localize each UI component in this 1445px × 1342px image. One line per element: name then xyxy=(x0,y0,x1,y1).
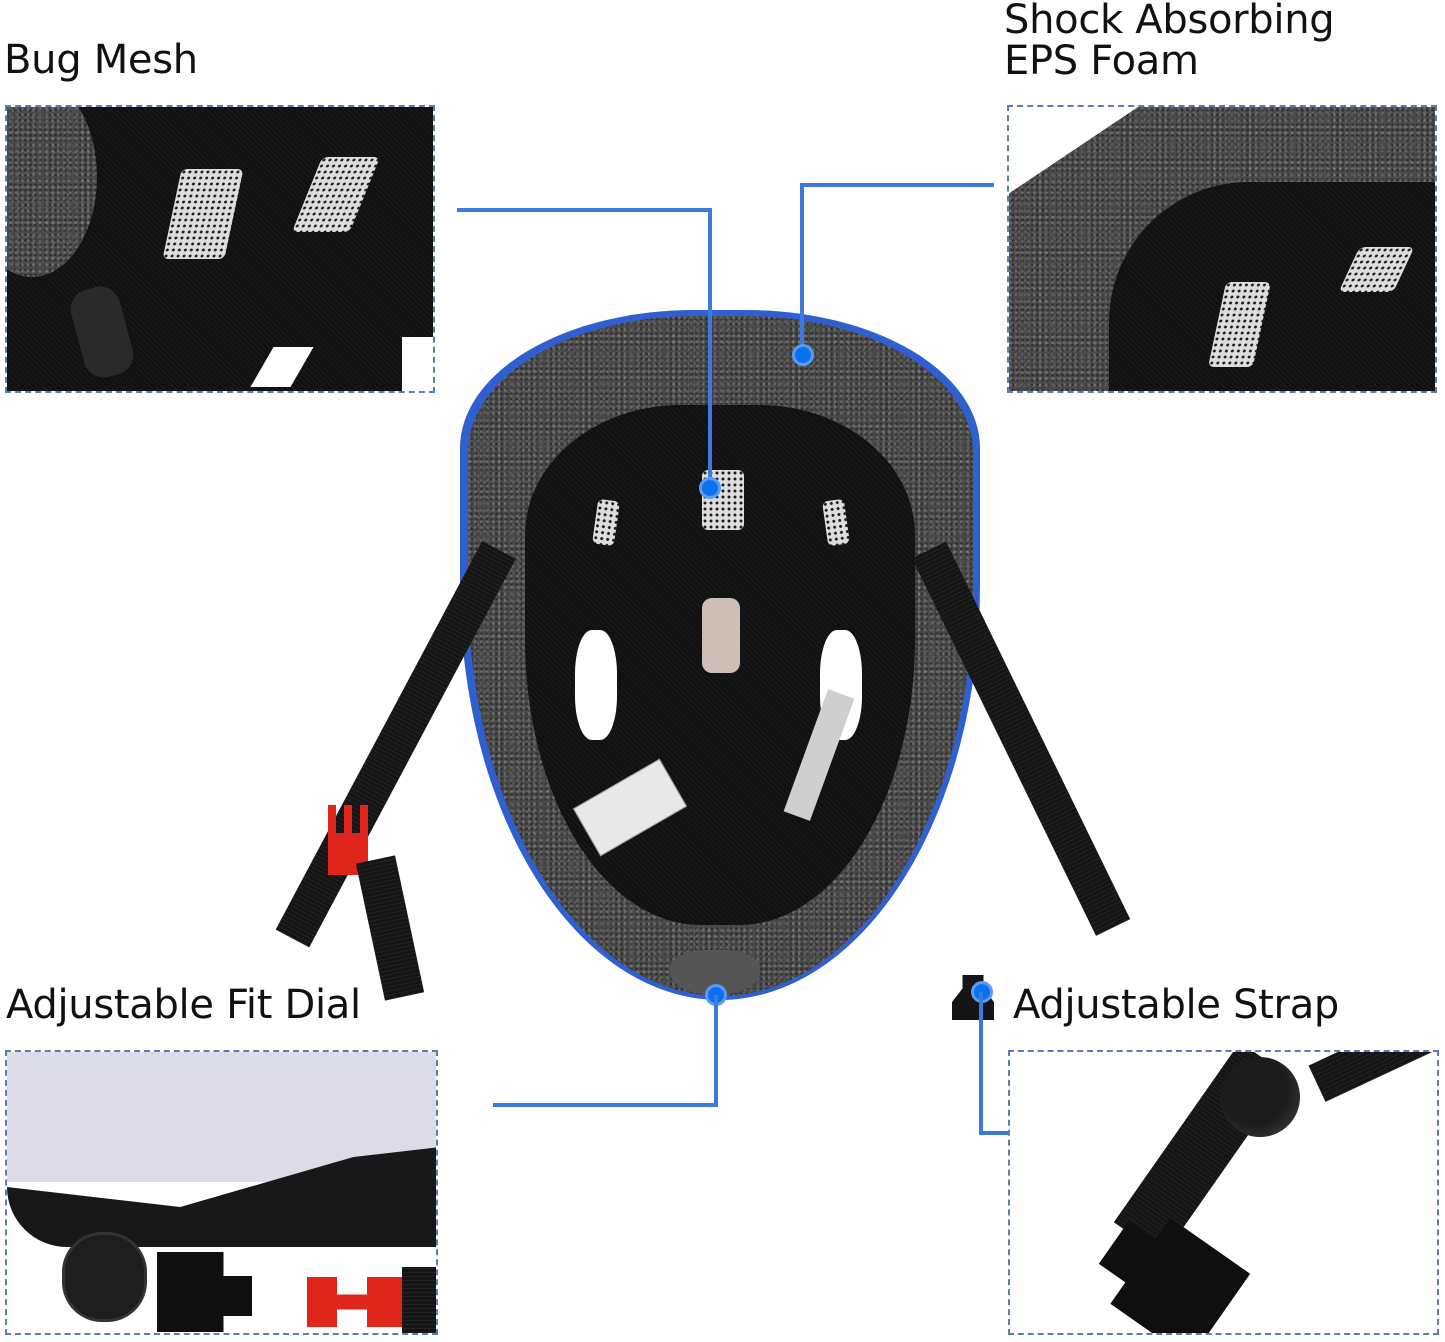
panel-eps-foam xyxy=(1007,105,1437,393)
bug-mesh-photo xyxy=(7,107,433,391)
connector-eps-foam-h xyxy=(800,183,994,187)
panel-fit-dial xyxy=(5,1050,438,1335)
label-fit-dial: Adjustable Fit Dial xyxy=(6,985,361,1026)
label-eps-foam: Shock Absorbing EPS Foam xyxy=(1004,0,1335,84)
fit-dial-photo xyxy=(7,1052,436,1333)
marker-bug-mesh xyxy=(699,477,721,499)
label-strap: Adjustable Strap xyxy=(1013,985,1339,1026)
label-bug-mesh: Bug Mesh xyxy=(4,40,198,81)
connector-bug-mesh-h xyxy=(457,208,711,212)
connector-eps-foam-v xyxy=(800,183,804,355)
eps-foam-photo xyxy=(1009,107,1435,391)
marker-eps-foam xyxy=(792,344,814,366)
strap-photo xyxy=(1010,1052,1437,1333)
label-eps-foam-line2: EPS Foam xyxy=(1004,37,1199,84)
label-bug-mesh-text: Bug Mesh xyxy=(4,37,198,83)
connector-bug-mesh-v xyxy=(708,208,712,488)
label-eps-foam-line1: Shock Absorbing xyxy=(1004,0,1335,43)
connector-fit-dial-v xyxy=(714,995,718,1107)
panel-bug-mesh xyxy=(5,105,435,393)
label-strap-text: Adjustable Strap xyxy=(1013,982,1340,1028)
panel-strap xyxy=(1008,1050,1439,1335)
connector-strap-v xyxy=(979,992,983,1135)
connector-strap-h xyxy=(979,1131,1008,1135)
label-fit-dial-text: Adjustable Fit Dial xyxy=(6,982,361,1028)
connector-fit-dial-h xyxy=(493,1103,718,1107)
helmet-illustration xyxy=(275,310,1131,1020)
